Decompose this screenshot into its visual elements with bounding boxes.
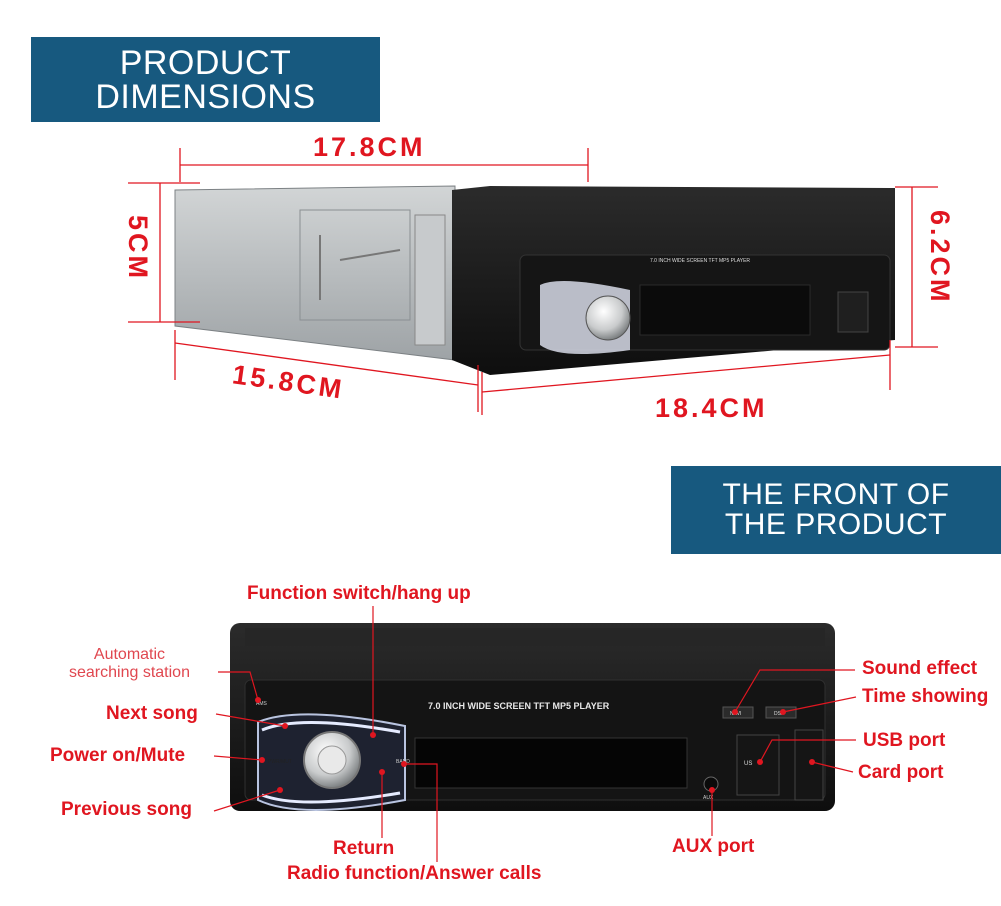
callout-function-switch: Function switch/hang up: [247, 583, 471, 604]
height-left-label: 5CM: [123, 215, 153, 282]
callout-lines: [213, 606, 857, 862]
front-banner-line1: THE FRONT OF: [722, 478, 950, 511]
svg-text:7.0 INCH WIDE SCREEN TFT MP5: 7.0 INCH WIDE SCREEN TFT MP5 PLAYER: [650, 258, 750, 264]
dimension-lines: [128, 148, 938, 415]
svg-text:AMS: AMS: [256, 701, 268, 707]
front-view-device: 7.0 INCH WIDE SCREEN TFT MP5 PLAYER AMS …: [230, 623, 835, 811]
callout-usb-port: USB port: [863, 730, 946, 751]
callout-radio-function: Radio function/Answer calls: [287, 863, 542, 884]
metal-chassis: [174, 185, 456, 361]
dimensions-banner: PRODUCT DIMENSIONS: [31, 37, 380, 122]
chassis-panel: [299, 209, 411, 321]
callout-next-song: Next song: [106, 703, 198, 724]
callout-power-mute: Power on/Mute: [50, 745, 186, 766]
callout-return: Return: [333, 838, 395, 859]
svg-text:PWR/MUT: PWR/MUT: [268, 759, 292, 765]
callout-previous-song: Previous song: [61, 799, 192, 820]
dimensions-banner-line1: PRODUCT: [119, 43, 292, 82]
callout-card-port: Card port: [858, 762, 944, 783]
width-top-label: 17.8CM: [313, 132, 426, 162]
screen: [414, 737, 688, 789]
callout-auto-search: Automatic searching station: [69, 646, 190, 682]
width-bottom-label: 18.4CM: [655, 393, 768, 423]
callout-time-showing: Time showing: [862, 686, 989, 707]
panel-title-text: 7.0 INCH WIDE SCREEN TFT MP5 PLAYER: [428, 701, 610, 711]
card-slot: [794, 729, 824, 801]
svg-text:AUX: AUX: [703, 795, 714, 801]
usb-slot: [736, 734, 780, 796]
dimensions-banner-line2: DIMENSIONS: [95, 77, 316, 116]
callout-dots: [255, 697, 815, 793]
front-banner: THE FRONT OF THE PRODUCT: [671, 466, 1001, 554]
callout-sound-effect: Sound effect: [862, 658, 978, 679]
svg-text:US: US: [744, 761, 752, 767]
callout-auto-search-line2: searching station: [69, 664, 190, 681]
svg-text:DSP: DSP: [774, 711, 785, 717]
height-right-label: 6.2CM: [925, 210, 955, 305]
side-view-device: 7.0 INCH WIDE SCREEN TFT MP5 PLAYER: [174, 185, 895, 375]
callout-aux-port: AUX port: [672, 836, 755, 857]
front-banner-line2: THE PRODUCT: [724, 508, 948, 541]
callout-auto-search-line1: Automatic: [93, 646, 166, 663]
